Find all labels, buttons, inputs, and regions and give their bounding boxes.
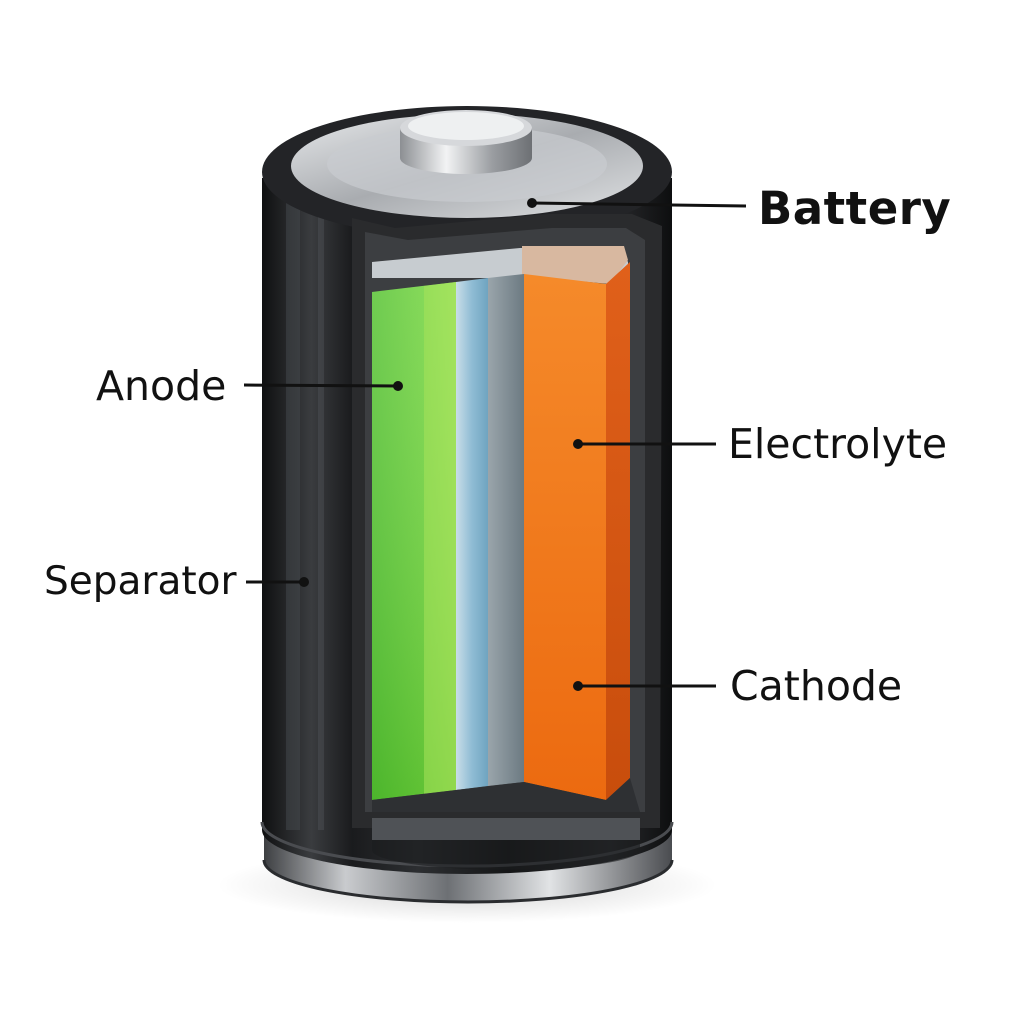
- positive-terminal: [400, 110, 532, 174]
- anode-leader-dot: [393, 381, 403, 391]
- anode-leader-line: [243, 383, 399, 388]
- cathode-top-face: [522, 246, 628, 284]
- inner-floor: [372, 778, 640, 812]
- anode-label: Anode: [96, 362, 227, 410]
- separator-leader-dot: [299, 577, 309, 587]
- electrolyte-leader-dot: [573, 439, 583, 449]
- cathode-label: Cathode: [730, 662, 903, 710]
- separator-label: Separator: [44, 559, 237, 604]
- battery-label: Battery: [758, 182, 952, 235]
- battery-leader-dot: [527, 198, 537, 208]
- separator-layer: [456, 278, 488, 790]
- battery-leader-line: [531, 201, 747, 208]
- anode-layer: [372, 282, 456, 800]
- electrolyte-region: [488, 274, 524, 786]
- electrolyte-label: Electrolyte: [728, 420, 948, 468]
- cathode-leader-dot: [573, 681, 583, 691]
- cathode-layer: [524, 262, 630, 800]
- leader-lines: [243, 198, 747, 691]
